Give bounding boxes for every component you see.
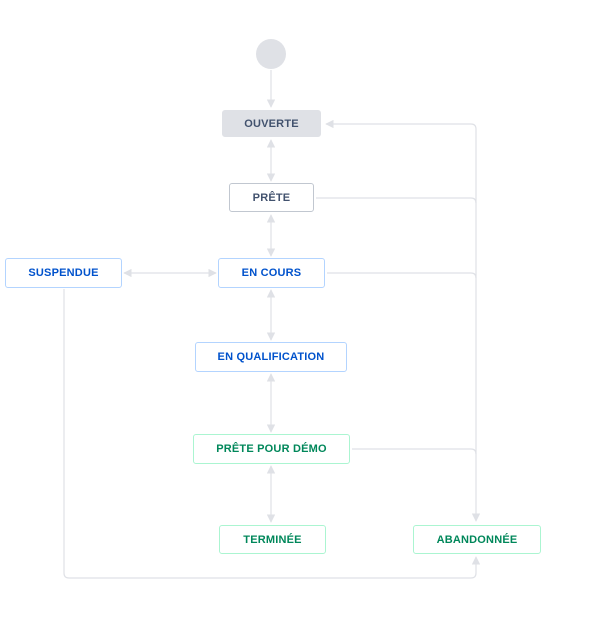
status-terminee-label: TERMINÉE: [243, 533, 302, 546]
status-en-qualification[interactable]: EN QUALIFICATION: [195, 342, 347, 372]
status-suspendue[interactable]: SUSPENDUE: [5, 258, 122, 288]
status-prete[interactable]: PRÊTE: [229, 183, 314, 212]
status-terminee[interactable]: TERMINÉE: [219, 525, 326, 554]
edge-suspendue-to-abandonnee: [63, 289, 481, 579]
status-ouverte-label: OUVERTE: [244, 117, 299, 130]
edge-trunk-to-ouverte: [325, 119, 477, 131]
status-prete-pour-demo-label: PRÊTE POUR DÉMO: [216, 443, 327, 455]
status-prete-label: PRÊTE: [252, 191, 291, 204]
status-en-cours-label: EN COURS: [241, 267, 302, 279]
status-abandonnee-label: ABANDONNÉE: [436, 533, 518, 546]
status-prete-pour-demo[interactable]: PRÊTE POUR DÉMO: [193, 434, 350, 464]
status-ouverte[interactable]: OUVERTE: [222, 110, 321, 137]
status-en-qualification-label: EN QUALIFICATION: [217, 351, 325, 363]
status-abandonnee[interactable]: ABANDONNÉE: [413, 525, 541, 554]
status-en-cours[interactable]: EN COURS: [218, 258, 325, 288]
edge-en-cours-to-trunk: [327, 272, 477, 279]
start-node: [256, 39, 286, 69]
edge-prete-pour-demo-to-trunk: [352, 448, 477, 455]
edge-prete-to-trunk: [316, 197, 477, 204]
status-suspendue-label: SUSPENDUE: [28, 267, 99, 279]
